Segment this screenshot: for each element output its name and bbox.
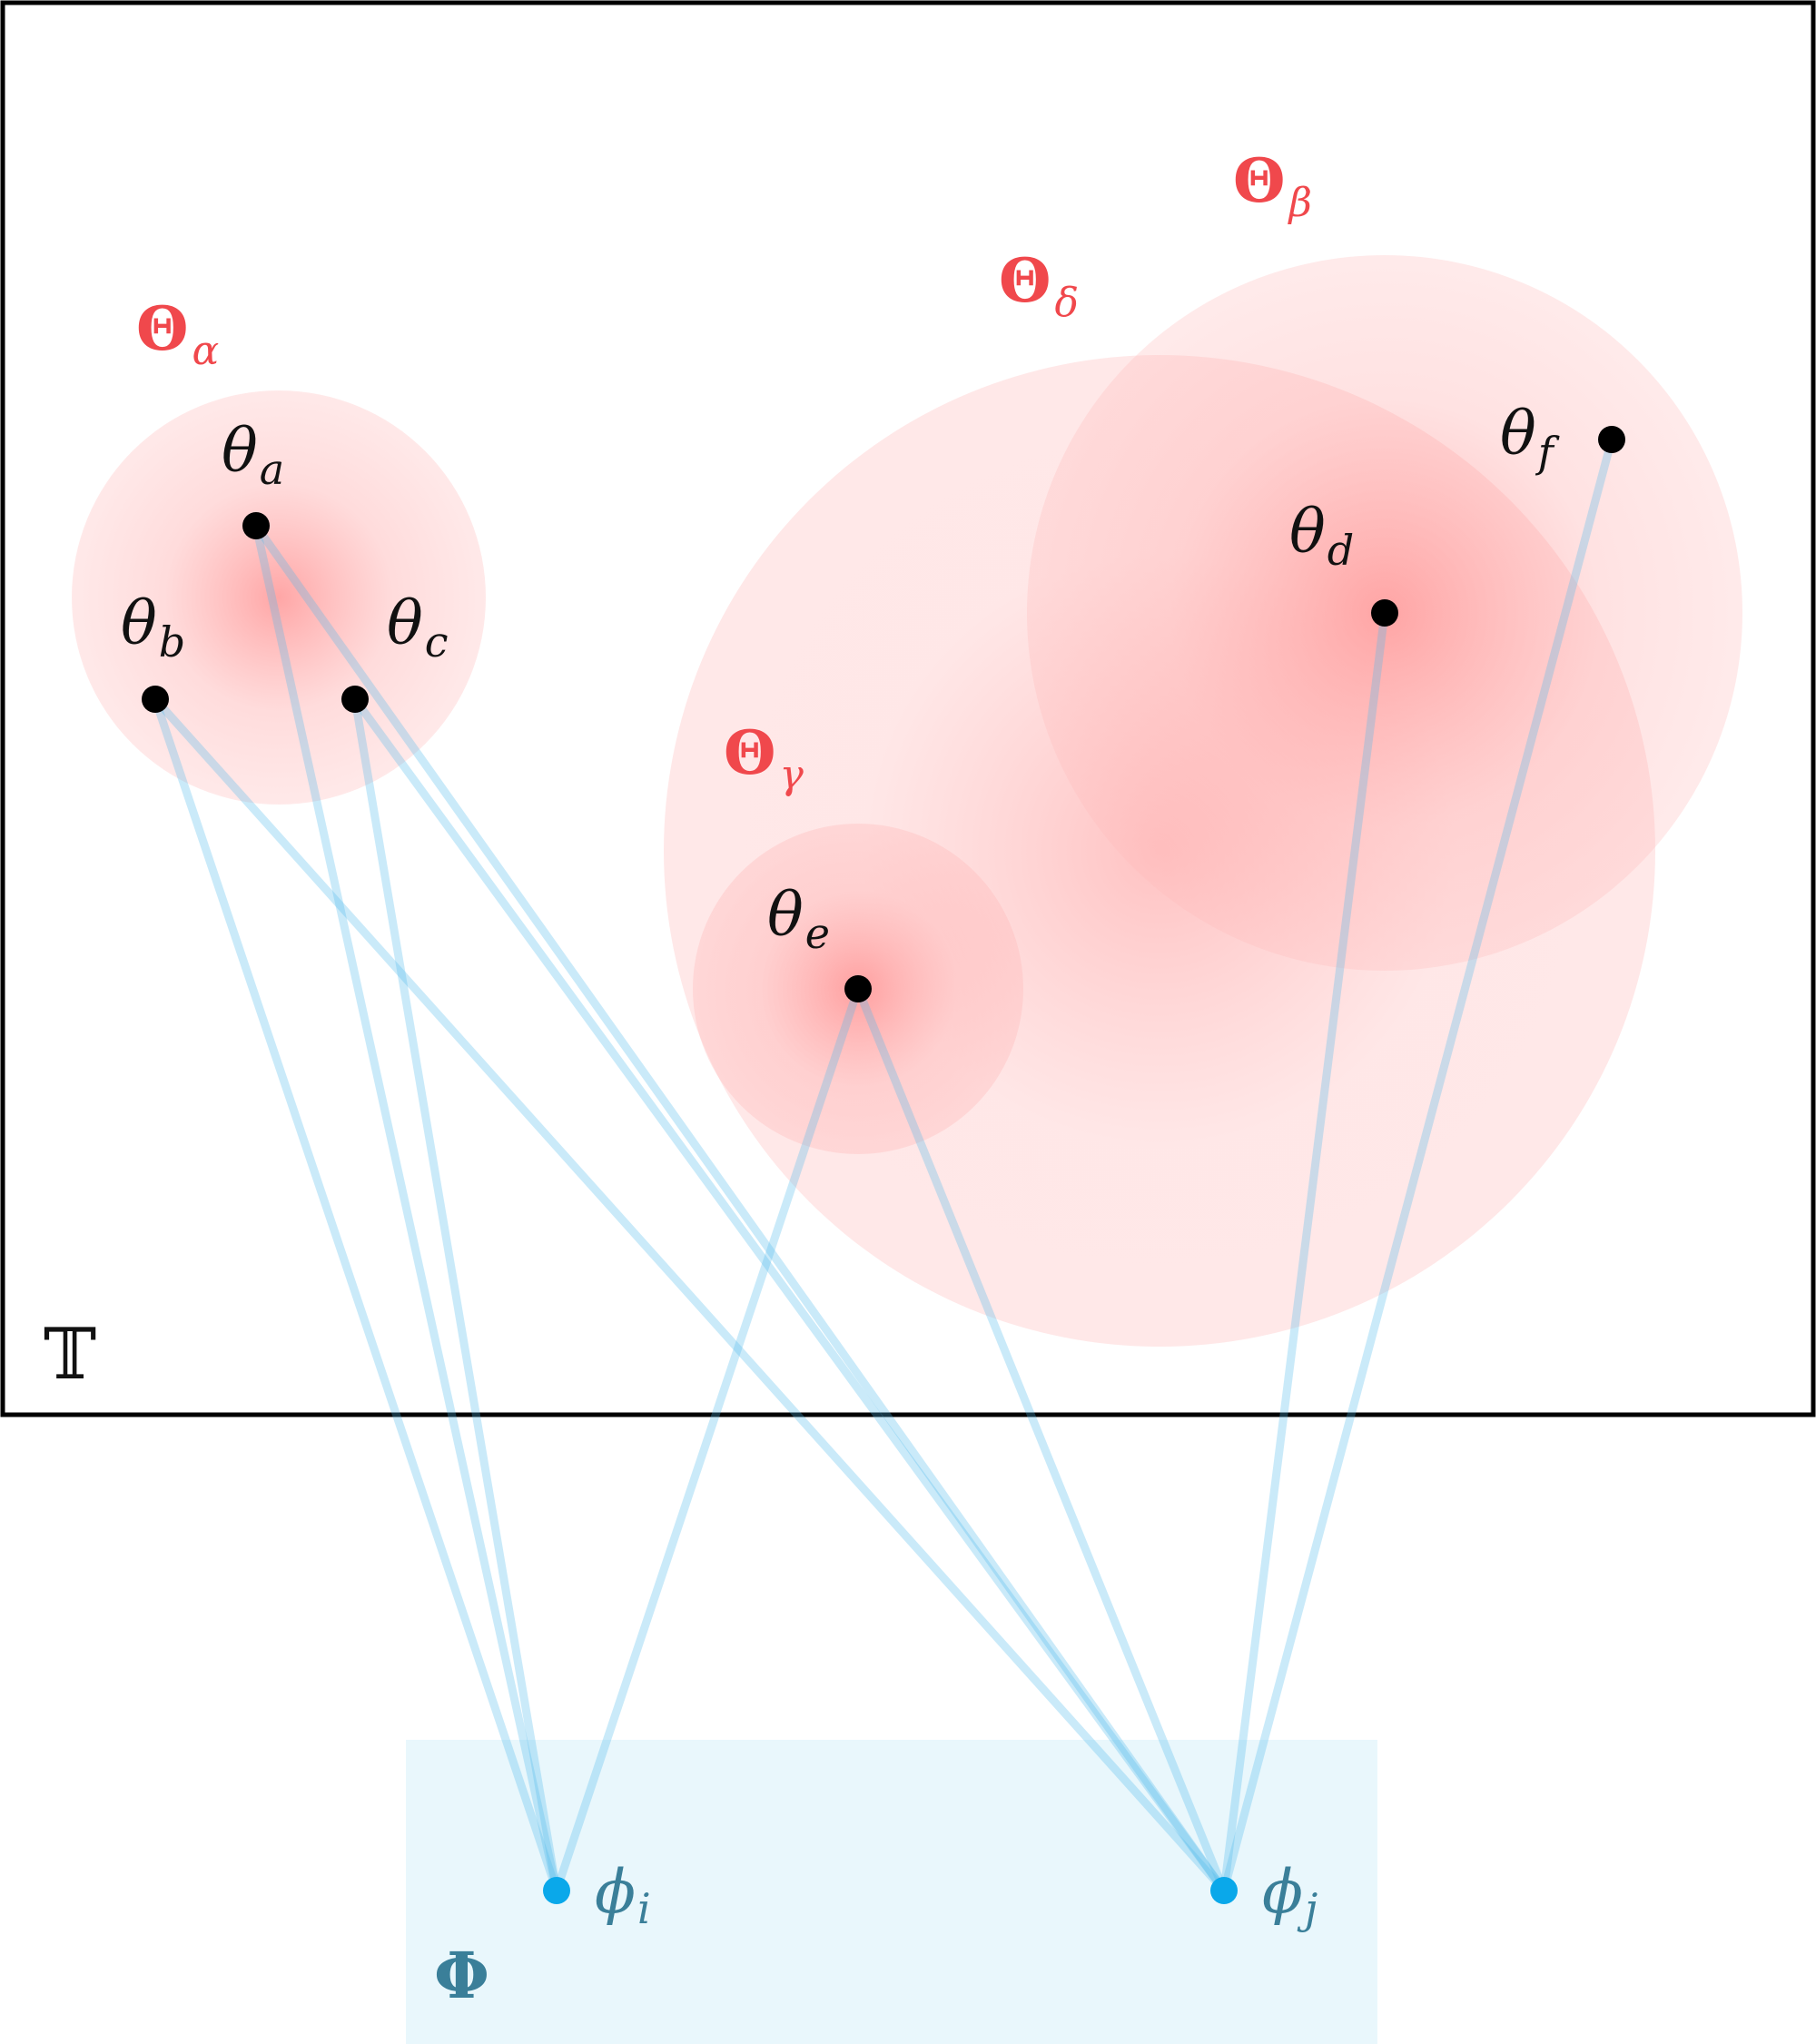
- point-theta-a: [242, 512, 270, 539]
- link-phi-j-theta-d: [1219, 608, 1389, 1895]
- label-theta-a: θa: [222, 416, 284, 494]
- link-phi-j-theta-a: [252, 521, 1229, 1895]
- label-frame-t: 𝕋: [44, 1314, 96, 1396]
- link-phi-i-theta-e: [552, 984, 863, 1895]
- label-phi-i: ϕi: [595, 1857, 651, 1933]
- point-phi-j: [1210, 1877, 1238, 1904]
- link-phi-i-theta-a: [252, 521, 561, 1895]
- link-phi-i-theta-c: [350, 695, 561, 1895]
- link-phi-j-theta-c: [350, 695, 1229, 1895]
- label-theta-gamma: Θγ: [724, 717, 804, 798]
- label-theta-f: θf: [1500, 399, 1560, 477]
- label-theta-delta: Θδ: [999, 245, 1079, 326]
- link-phi-j-theta-f: [1219, 435, 1616, 1895]
- label-phi-j: ϕj: [1262, 1857, 1318, 1933]
- point-theta-e: [844, 975, 872, 1002]
- label-theta-d: θd: [1289, 497, 1354, 575]
- links-group: [151, 435, 1616, 1895]
- link-phi-i-theta-b: [151, 695, 561, 1895]
- label-theta-c: θc: [387, 588, 449, 667]
- label-theta-e: θe: [767, 880, 830, 958]
- point-theta-d: [1371, 599, 1398, 627]
- link-phi-j-theta-e: [854, 984, 1229, 1895]
- point-theta-b: [142, 686, 169, 713]
- point-phi-i: [543, 1877, 570, 1904]
- frame-t: [0, 0, 1816, 1417]
- point-theta-c: [341, 686, 369, 713]
- region-alpha: [72, 390, 486, 805]
- label-phi-space: Φ: [434, 1938, 489, 2013]
- label-theta-alpha: Θα: [136, 293, 219, 374]
- label-theta-beta: Θβ: [1233, 145, 1312, 226]
- link-phi-j-theta-b: [151, 695, 1229, 1895]
- label-theta-b: θb: [121, 588, 185, 667]
- point-theta-f: [1598, 426, 1625, 453]
